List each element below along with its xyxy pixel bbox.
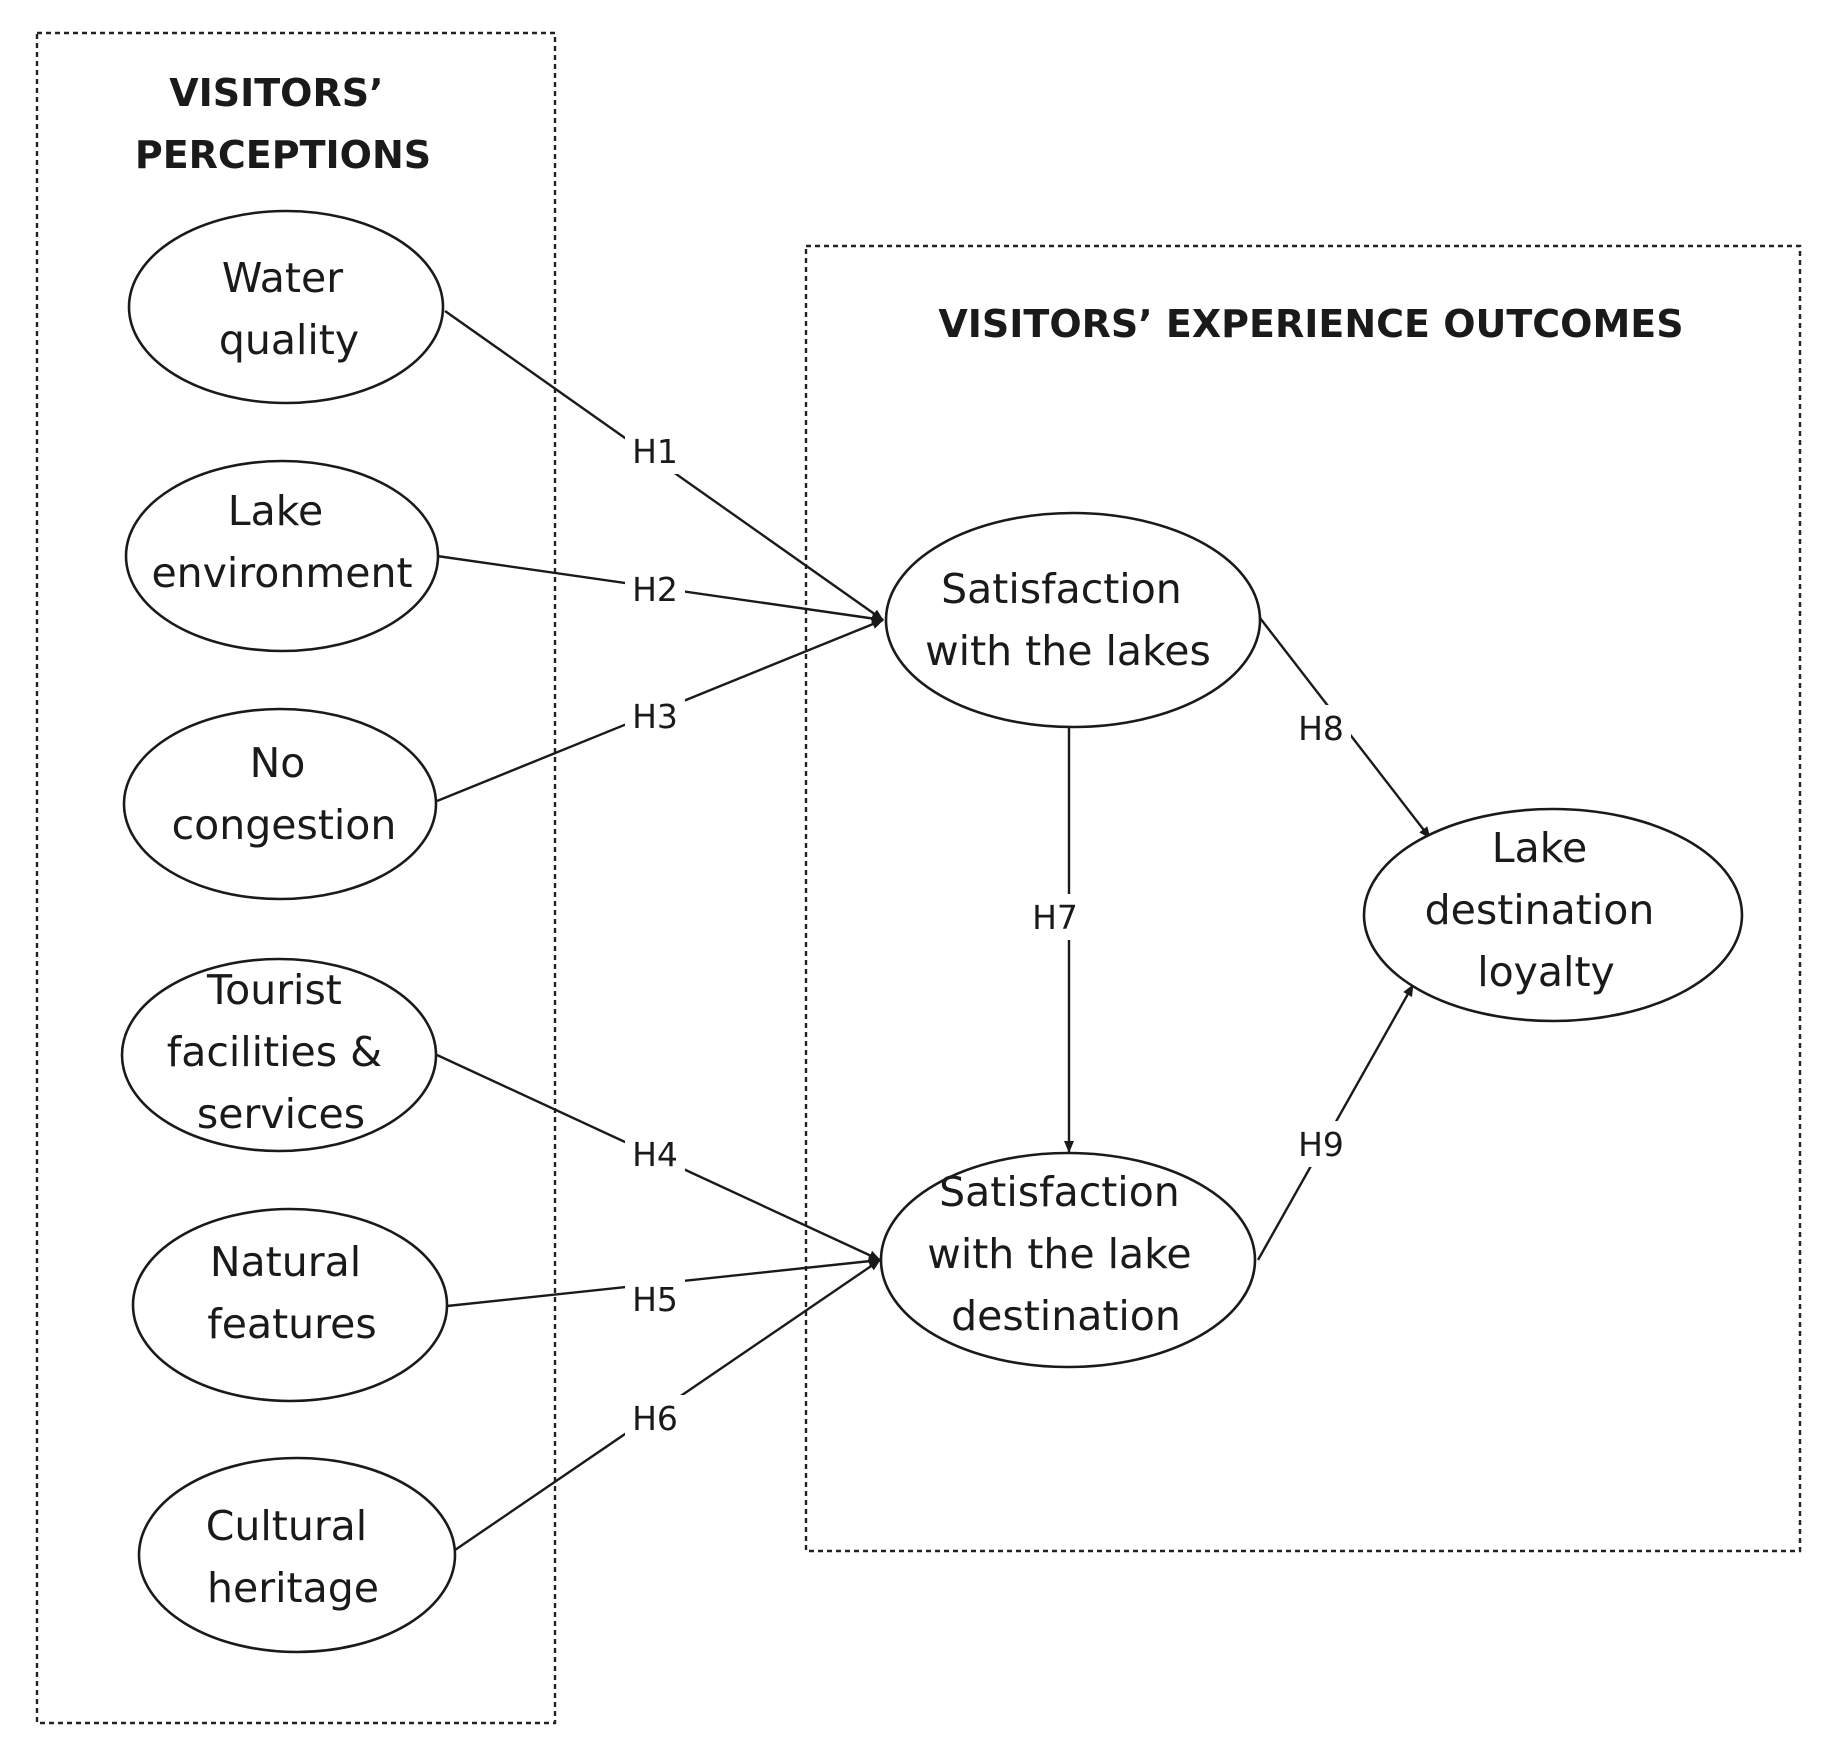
satisfaction-destination-line-2: with the lake (927, 1230, 1191, 1278)
edge-h2-label: H2 (632, 570, 678, 609)
edge-h6-label-bg (625, 1395, 685, 1441)
no-congestion-line-1: No (250, 739, 306, 787)
no-congestion-line-2: congestion (172, 801, 397, 849)
no-congestion-ellipse (122, 707, 438, 901)
satisfaction-destination-ellipse (879, 1151, 1257, 1369)
lake-environment-line-2: environment (151, 549, 412, 597)
cultural-heritage-line-2: heritage (207, 1564, 379, 1612)
water-quality-line-1: Water (222, 254, 343, 302)
node-loyalty: Lake destination loyalty (1362, 807, 1744, 1023)
edge-h8-label-bg (1291, 705, 1351, 751)
lake-environment-line-1: Lake (228, 487, 323, 535)
cultural-heritage-ellipse (137, 1456, 457, 1654)
edges-layer (436, 310, 1431, 1551)
satisfaction-destination-label: Satisfaction with the lake destination (927, 1168, 1204, 1340)
perceptions-group-title: VISITORS’ PERCEPTIONS (135, 71, 431, 177)
tourist-facilities-line-2: facilities & (167, 1028, 382, 1076)
node-lake-environment: Lake environment (124, 459, 440, 653)
edge-h5-label: H5 (632, 1280, 678, 1319)
edge-h9-label-bg (1291, 1121, 1351, 1167)
water-quality-label: Water quality (219, 254, 359, 364)
edge-h3-label-bg (625, 693, 685, 739)
lake-environment-ellipse (124, 459, 440, 653)
tourist-facilities-ellipse (120, 957, 438, 1153)
edge-h3-label: H3 (632, 697, 678, 736)
cultural-heritage-label: Cultural heritage (206, 1502, 380, 1612)
tourist-facilities-line-1: Tourist (206, 966, 342, 1014)
edge-h2-label-bg (625, 566, 685, 612)
edge-h7-label: H7 (1032, 898, 1078, 937)
edge-h4-label-bg (625, 1131, 685, 1177)
outcomes-group-title: VISITORS’ EXPERIENCE OUTCOMES (938, 302, 1683, 346)
edge-h4-label: H4 (632, 1135, 678, 1174)
loyalty-ellipse (1362, 807, 1744, 1023)
perceptions-title-line-1: VISITORS’ (169, 71, 383, 115)
edge-h1-label: H1 (632, 432, 678, 471)
satisfaction-lakes-line-1: Satisfaction (941, 565, 1182, 613)
loyalty-line-3: loyalty (1477, 948, 1615, 996)
edge-h6-label: H6 (632, 1399, 678, 1438)
edge-h1-label-bg (625, 428, 685, 474)
natural-features-line-1: Natural (210, 1238, 361, 1286)
perceptions-title-line-2: PERCEPTIONS (135, 133, 431, 177)
natural-features-line-2: features (207, 1300, 376, 1348)
edge-h5-label-bg (625, 1276, 685, 1322)
node-cultural-heritage: Cultural heritage (137, 1456, 457, 1654)
natural-features-ellipse (131, 1207, 449, 1403)
satisfaction-destination-line-1: Satisfaction (939, 1168, 1180, 1216)
tourist-facilities-label: Tourist facilities & services (167, 966, 395, 1138)
lake-environment-label: Lake environment (151, 487, 412, 597)
water-quality-ellipse (127, 209, 445, 405)
satisfaction-lakes-line-2: with the lakes (925, 627, 1211, 675)
satisfaction-lakes-ellipse (884, 511, 1262, 729)
satisfaction-destination-line-3: destination (951, 1292, 1181, 1340)
tourist-facilities-line-3: services (197, 1090, 365, 1138)
node-satisfaction-lakes: Satisfaction with the lakes (884, 511, 1262, 729)
edge-labels-layer: H1 H2 H3 H4 H5 H6 H7 H8 H9 (625, 428, 1351, 1441)
node-natural-features: Natural features (131, 1207, 449, 1403)
no-congestion-label: No congestion (172, 739, 397, 849)
loyalty-label: Lake destination loyalty (1425, 824, 1668, 996)
perceptions-group-box (35, 31, 557, 1725)
satisfaction-lakes-label: Satisfaction with the lakes (925, 565, 1211, 675)
node-satisfaction-destination: Satisfaction with the lake destination (879, 1151, 1257, 1369)
water-quality-line-2: quality (219, 316, 359, 364)
loyalty-line-2: destination (1425, 886, 1655, 934)
natural-features-label: Natural features (207, 1238, 376, 1348)
node-water-quality: Water quality (127, 209, 445, 405)
cultural-heritage-line-1: Cultural (206, 1502, 367, 1550)
node-tourist-facilities: Tourist facilities & services (120, 957, 438, 1153)
outcomes-group-box (804, 244, 1802, 1553)
edge-h9-label: H9 (1298, 1125, 1344, 1164)
edge-h8-label: H8 (1298, 709, 1344, 748)
node-no-congestion: No congestion (122, 707, 438, 901)
loyalty-line-1: Lake (1492, 824, 1587, 872)
edge-h7-label-bg (1024, 894, 1086, 940)
